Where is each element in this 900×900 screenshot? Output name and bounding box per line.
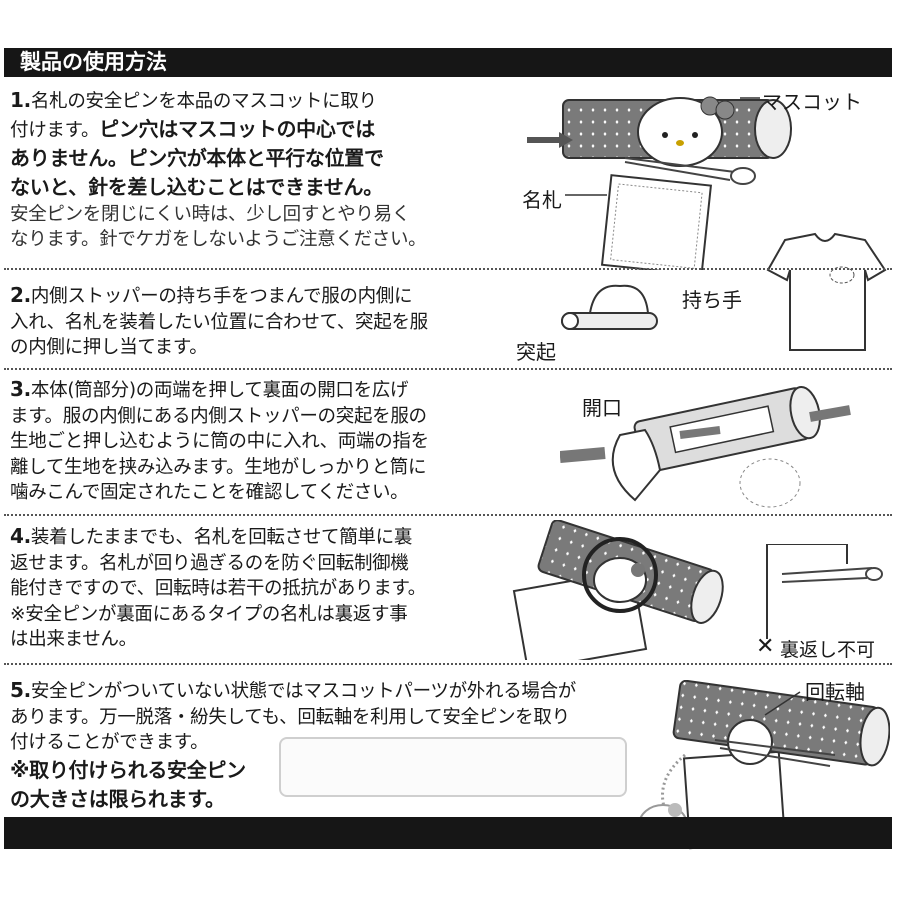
safety-pin-icon xyxy=(624,157,756,185)
cross-icon: ✕ xyxy=(756,634,775,659)
step-line: 噛みこんで固定されたことを確認してください。 xyxy=(10,482,409,503)
step-2-text: 2.内側ストッパーの持ち手をつまんで服の内側に 入れ、名札を装着したい位置に合わ… xyxy=(10,283,428,361)
step-number: 4. xyxy=(10,524,31,548)
divider xyxy=(4,368,892,370)
step-1-illustration xyxy=(527,96,792,270)
step-number: 5. xyxy=(10,678,31,702)
step-line: ※安全ピンが裏面にあるタイプの名札は裏返す事 xyxy=(10,603,408,625)
inner-stopper-icon xyxy=(561,284,658,330)
arrow-icon xyxy=(679,426,721,439)
hand-icon xyxy=(611,428,662,502)
step-line: あります。万一脱落・紛失しても、回転軸を利用して安全ピンを取り xyxy=(10,706,570,728)
step-line: 入れ、名札を装着したい位置に合わせて、突起を服 xyxy=(10,311,428,333)
tshirt-icon xyxy=(766,232,887,351)
step-line: 能付きですので、回転時は若干の抵抗があります。 xyxy=(10,578,427,599)
kitty-mascot-icon xyxy=(637,96,735,167)
label-opening: 開口 xyxy=(582,396,622,420)
step-note: なります。針でケガをしないようご注意ください。 xyxy=(10,229,427,250)
step-line: 生地ごと押し込むように筒の中に入れ、両端の指を xyxy=(10,431,429,452)
step-line: 本体(筒部分)の両端を押して裏面の開口を広げ xyxy=(30,380,409,401)
page-title: 製品の使用方法 xyxy=(4,48,177,77)
arrow-icon xyxy=(560,447,606,463)
step-3-text: 3.本体(筒部分)の両端を押して裏面の開口を広げ ます。服の内側にある内側ストッ… xyxy=(10,377,429,506)
step-line: 内側ストッパーの持ち手をつまんで服の内側に xyxy=(30,286,413,307)
label-mascot: マスコット xyxy=(762,90,862,114)
name-tag-icon xyxy=(600,174,712,270)
divider xyxy=(4,514,892,516)
label-rotation-axis: 回転軸 xyxy=(805,680,865,704)
label-name-tag: 名札 xyxy=(522,188,562,212)
divider xyxy=(4,268,892,270)
step-bold-text: ありません。ピン穴が本体と平行な位置で xyxy=(10,145,384,170)
step-number: 1. xyxy=(10,88,31,112)
blank-box xyxy=(279,737,627,797)
step-line: 返せます。名札が回り過ぎるのを防ぐ回転制御機 xyxy=(10,552,409,574)
step-line: 装着したままでも、名札を回転させて簡単に裏 xyxy=(30,527,413,548)
step-4-illustration xyxy=(512,520,724,660)
step-line: 名札の安全ピンを本品のマスコットに取り xyxy=(30,91,377,112)
step-line: は出来ません。 xyxy=(10,629,137,650)
step-1-text: 1.名札の安全ピンを本品のマスコットに取り 付けます。ピン穴はマスコットの中心で… xyxy=(10,88,427,253)
step-bold-text: ※取り付けられる安全ピン xyxy=(10,757,246,782)
step-number: 3. xyxy=(10,377,31,401)
step-3-illustration xyxy=(560,385,851,508)
step-line: ます。服の内側にある内側ストッパーの突起を服の xyxy=(10,405,427,427)
step-bold-text: ピン穴はマスコットの中心では xyxy=(99,116,375,141)
arrow-icon xyxy=(809,405,851,422)
divider xyxy=(4,663,892,665)
footer-bar xyxy=(4,817,892,849)
label-protrusion: 突起 xyxy=(516,340,556,364)
step-5-text: 5.安全ピンがついていない状態ではマスコットパーツが外れる場合が あります。万一… xyxy=(10,678,576,814)
step-line: 付けることができます。 xyxy=(10,732,209,753)
step-bold-text: の大きさは限られます。 xyxy=(10,786,225,811)
step-line: の内側に押し当てます。 xyxy=(10,337,208,358)
step-line: 離して生地を挟み込みます。生地がしっかりと筒に xyxy=(10,456,427,478)
step-bold-text: ないと、針を差し込むことはできません。 xyxy=(10,174,383,199)
step-note: 安全ピンを閉じにくい時は、少し回すとやり易く xyxy=(10,203,411,225)
reverse-tag-icon xyxy=(766,544,883,639)
label-not-reversible: 裏返し不可 xyxy=(780,639,876,661)
step-number: 2. xyxy=(10,283,31,307)
step-line: 付けます。 xyxy=(10,119,100,141)
opening-icon xyxy=(669,405,775,454)
step-line: 安全ピンがついていない状態ではマスコットパーツが外れる場合が xyxy=(30,681,576,702)
arrow-icon xyxy=(559,132,573,148)
label-handle: 持ち手 xyxy=(682,288,742,312)
step-4-text: 4.装着したままでも、名札を回転させて簡単に裏 返せます。名札が回り過ぎるのを防… xyxy=(10,524,426,653)
